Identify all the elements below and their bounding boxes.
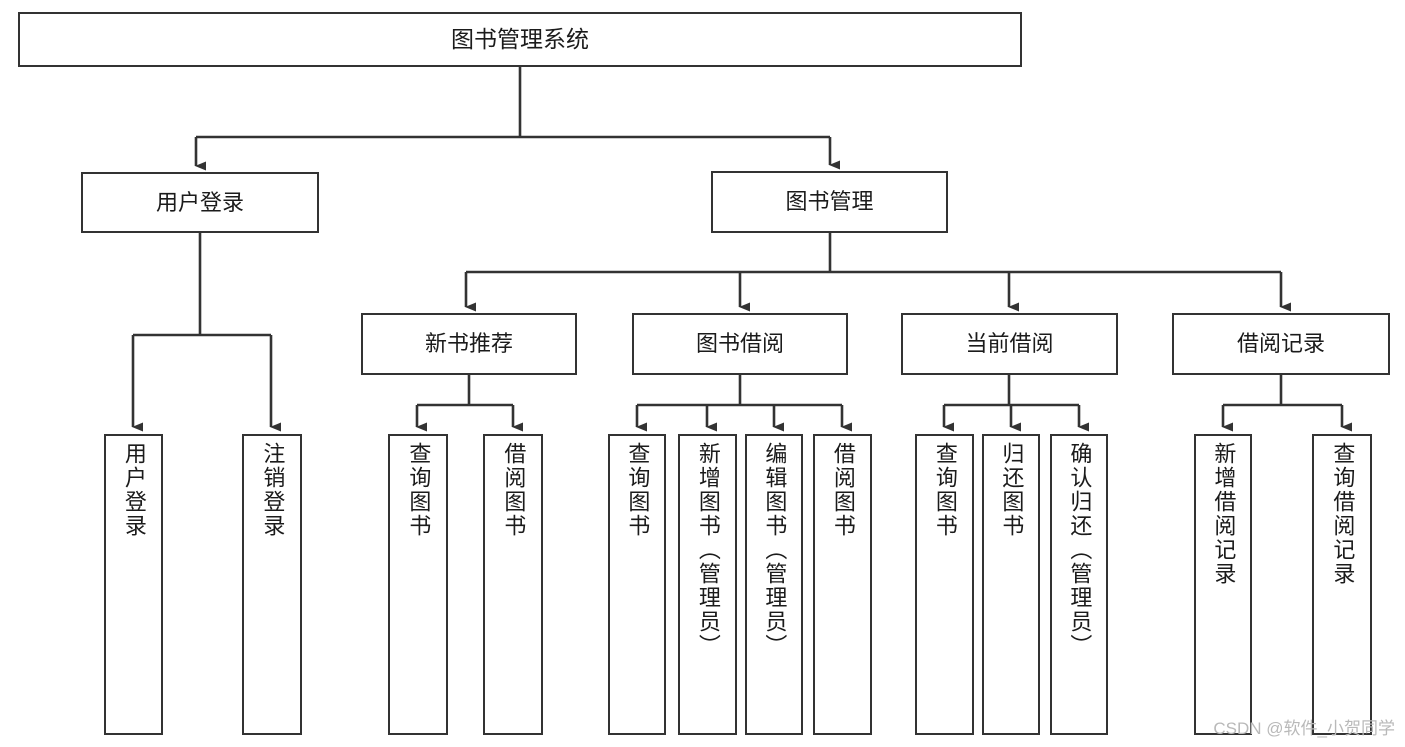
leaf-book-borrow-borrow[interactable]: 借阅图书 (813, 434, 872, 735)
node-current-borrow[interactable]: 当前借阅 (901, 313, 1118, 375)
leaf-label: 借阅图书 (501, 442, 527, 538)
leaf-label: 确认归还（管理员） (1067, 442, 1093, 658)
leaf-book-borrow-edit[interactable]: 编辑图书（管理员） (745, 434, 803, 735)
node-new-book-recommend[interactable]: 新书推荐 (361, 313, 577, 375)
leaf-book-borrow-query[interactable]: 查询图书 (608, 434, 666, 735)
leaf-current-borrow-query[interactable]: 查询图书 (915, 434, 974, 735)
leaf-label: 注销登录 (260, 442, 286, 538)
leaf-label: 借阅图书 (830, 442, 856, 538)
watermark-text: CSDN @软件_小贺同学 (1213, 719, 1395, 738)
node-user-login[interactable]: 用户登录 (81, 172, 319, 233)
leaf-borrow-record-add[interactable]: 新增借阅记录 (1194, 434, 1252, 735)
leaf-new-book-query[interactable]: 查询图书 (388, 434, 448, 735)
leaf-borrow-record-query[interactable]: 查询借阅记录 (1312, 434, 1372, 735)
leaf-label: 新增图书（管理员） (695, 442, 721, 658)
leaf-book-borrow-add[interactable]: 新增图书（管理员） (678, 434, 737, 735)
leaf-user-login[interactable]: 用户登录 (104, 434, 163, 735)
leaf-label: 查询图书 (932, 442, 958, 538)
leaf-label: 查询图书 (625, 442, 651, 538)
leaf-label: 查询图书 (406, 442, 432, 538)
node-book-borrow[interactable]: 图书借阅 (632, 313, 848, 375)
leaf-label: 用户登录 (121, 442, 147, 538)
node-borrow-record[interactable]: 借阅记录 (1172, 313, 1390, 375)
leaf-label: 新增借阅记录 (1211, 442, 1237, 586)
leaf-label: 查询借阅记录 (1330, 442, 1356, 586)
leaf-logout[interactable]: 注销登录 (242, 434, 302, 735)
leaf-new-book-borrow[interactable]: 借阅图书 (483, 434, 543, 735)
node-root-system[interactable]: 图书管理系统 (18, 12, 1022, 67)
leaf-label: 归还图书 (999, 442, 1025, 538)
leaf-current-borrow-return[interactable]: 归还图书 (982, 434, 1040, 735)
leaf-label: 编辑图书（管理员） (762, 442, 788, 658)
leaf-current-borrow-confirm[interactable]: 确认归还（管理员） (1050, 434, 1108, 735)
node-book-manage[interactable]: 图书管理 (711, 171, 948, 233)
